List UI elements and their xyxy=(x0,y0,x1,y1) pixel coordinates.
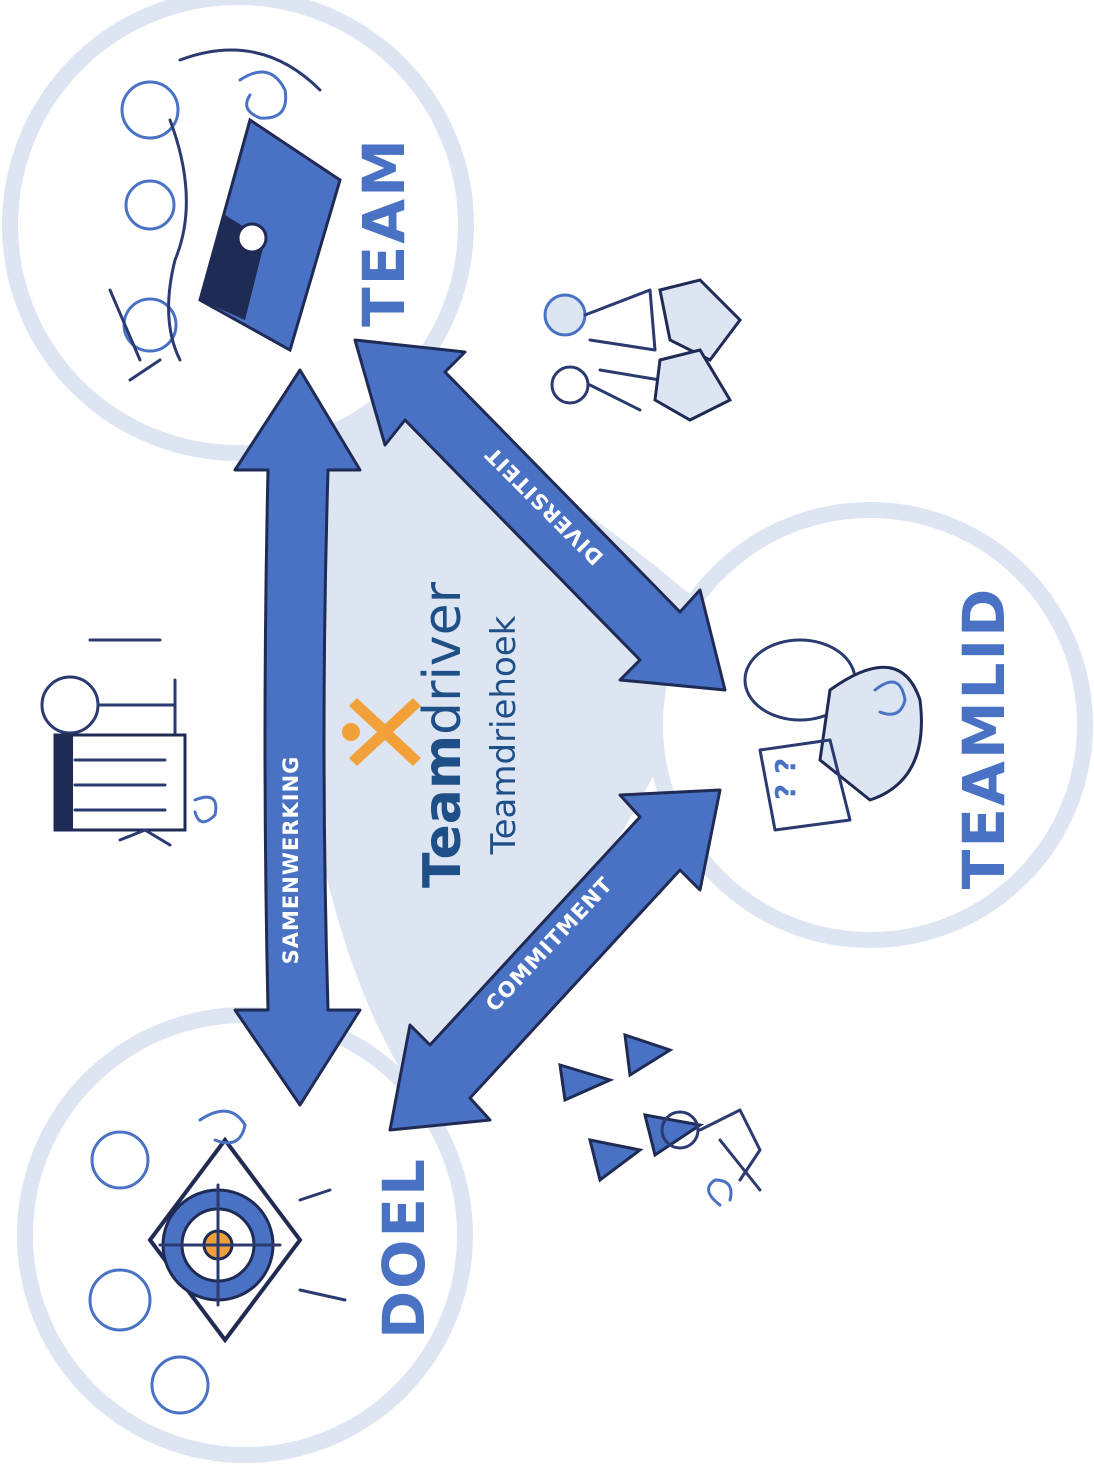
brand-name: Teamdriver xyxy=(413,581,473,888)
teamlid-label: TEAMLID xyxy=(950,587,1018,889)
brand-block: Teamdriver Teamdriehoek xyxy=(413,581,524,888)
doel-label: DOEL xyxy=(370,1157,438,1339)
team-puzzle-icon xyxy=(108,48,342,382)
svg-text:? ?: ? ? xyxy=(769,758,802,800)
samenwerking-arrow xyxy=(233,368,362,1107)
doel-target-icon xyxy=(88,1109,347,1415)
collaboration-planning-icon xyxy=(40,638,218,847)
brand-name-regular: driver xyxy=(413,581,473,735)
brand-logo-icon xyxy=(342,698,421,766)
diversity-people-icon xyxy=(543,278,742,422)
commitment-arrow xyxy=(388,788,722,1132)
commitment-cones-icon xyxy=(558,1032,762,1207)
teamlid-puzzle-icon: ? ? xyxy=(743,638,923,832)
diversiteit-arrow xyxy=(353,338,727,692)
team-label: TEAM xyxy=(350,137,418,327)
brand-subtitle: Teamdriehoek xyxy=(484,615,524,855)
samenwerking-label: SAMENWERKING xyxy=(279,756,303,965)
brand-name-bold: Team xyxy=(413,735,473,888)
